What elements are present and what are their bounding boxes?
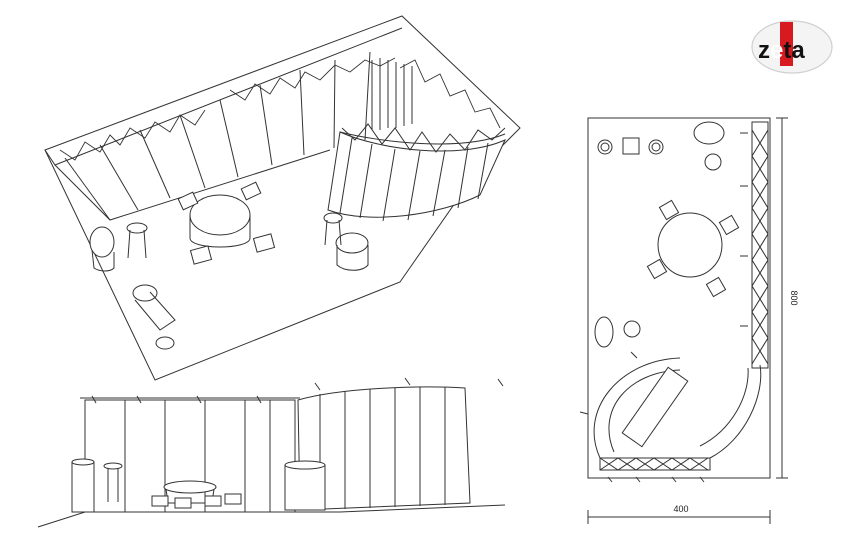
plan-storage-desk (621, 366, 689, 448)
perspective-counters (89, 212, 369, 350)
dimension-depth-label: 800 (789, 290, 799, 305)
elevation-spotlights (91, 377, 504, 404)
dimension-width-label: 400 (673, 504, 688, 514)
storage-curtain (371, 58, 413, 130)
plan-bottom-truss (599, 457, 711, 471)
curved-wall (327, 123, 506, 222)
plan-right-truss (751, 121, 769, 369)
logo-text-accent: e (770, 37, 783, 64)
back-wall-panels (64, 51, 371, 221)
perspective-table-set (177, 181, 276, 265)
plan-display-items (594, 121, 725, 348)
elevation-back-wall (84, 399, 296, 513)
floor-plan: 400 800 (579, 117, 799, 524)
top-truss (59, 57, 501, 161)
elevation-counters (71, 458, 326, 513)
elevation-view (37, 377, 506, 528)
plan-spotlights (579, 132, 748, 483)
logo-text-post: ta (783, 37, 805, 64)
plan-outline (587, 117, 771, 479)
elevation-table-set (151, 480, 242, 509)
plan-curved-truss (593, 357, 762, 459)
svg-text:zeta: zeta (758, 37, 805, 64)
plan-dimension-lines (587, 117, 788, 524)
zeta-logo: zeta (751, 20, 833, 74)
plan-table-set (646, 199, 740, 298)
perspective-view (44, 15, 521, 381)
logo-text-pre: z (758, 37, 770, 64)
